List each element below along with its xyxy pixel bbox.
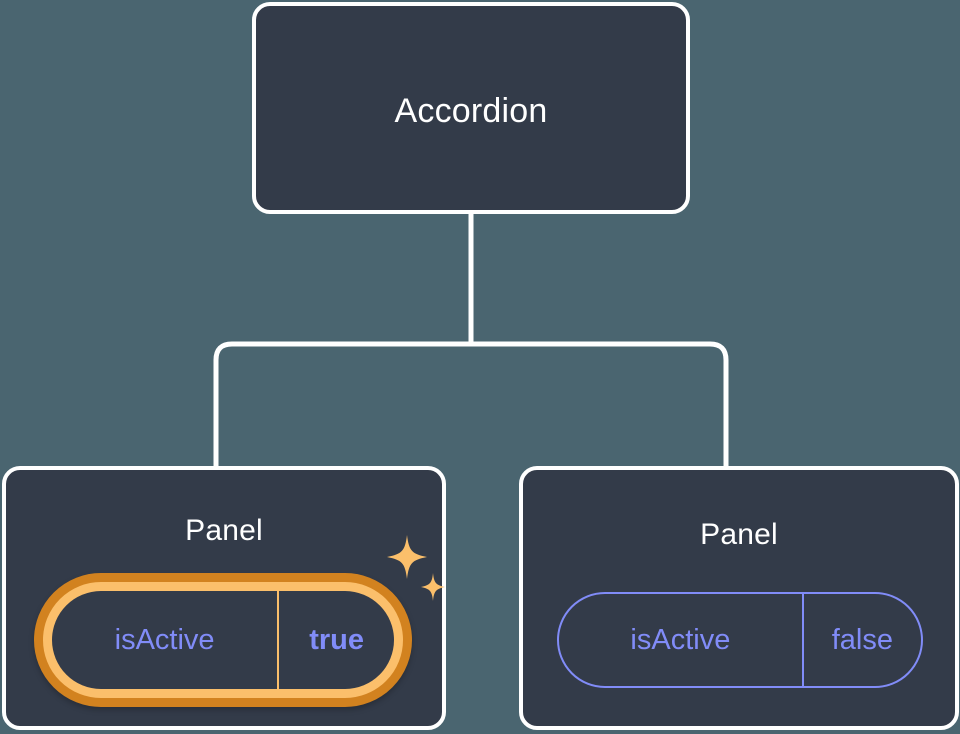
prop-pill-inner: isActive true — [52, 591, 394, 689]
connector-branch — [213, 341, 729, 466]
prop-value-isactive-false: false — [831, 623, 893, 656]
node-label-panel-inactive: Panel — [700, 518, 778, 551]
prop-pill-isactive-false[interactable]: isActive false — [557, 592, 923, 688]
prop-key-isactive-true: isActive — [52, 591, 280, 689]
node-label-accordion: Accordion — [394, 92, 548, 130]
prop-key-isactive-false: isActive — [559, 594, 804, 686]
tree-node-accordion[interactable]: Accordion — [252, 2, 690, 214]
prop-value-isactive-true: true — [309, 623, 364, 656]
prop-pill-isactive-true[interactable]: isActive true — [34, 573, 412, 707]
node-label-panel-active: Panel — [185, 514, 263, 547]
